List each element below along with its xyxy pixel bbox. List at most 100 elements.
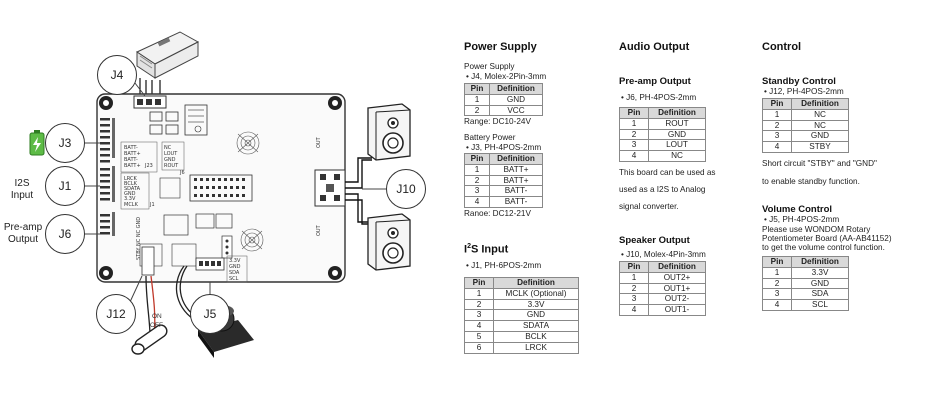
board-j5-1: GND bbox=[229, 264, 241, 270]
board-diagram-svg: BATT- BATT+ BATT- BATT+ J23 NC LOUT GND … bbox=[29, 31, 411, 358]
table-header: Pin bbox=[464, 153, 490, 165]
mounting-holes bbox=[99, 96, 342, 280]
table-cell: 3.3V bbox=[791, 266, 849, 279]
board-out-left: OUT bbox=[316, 136, 322, 148]
board-batt-3: BATT+ bbox=[124, 163, 141, 169]
table-header: Pin bbox=[619, 261, 649, 273]
i2s-bullet: • J1, PH-6POS-2mm bbox=[466, 261, 542, 270]
table-cell: VCC bbox=[489, 104, 543, 117]
table-cell: 3 bbox=[619, 139, 649, 152]
board-i2s-3: GND bbox=[124, 191, 136, 197]
label-j1: J1 bbox=[45, 166, 85, 206]
board-out-3: ROUT bbox=[164, 163, 179, 169]
volume-line-0: • J5, PH-4POS-2mm bbox=[764, 215, 840, 224]
volume-line-1: Please use WONDOM Rotary bbox=[762, 225, 871, 234]
i2s-title-sup: 2 bbox=[467, 243, 471, 250]
switch-on-text: ON bbox=[152, 313, 162, 320]
top-components bbox=[149, 104, 208, 136]
side-label-i2s-input: I2S Input bbox=[10, 178, 34, 201]
table-header: Definition bbox=[791, 256, 849, 268]
label-j12: J12 bbox=[96, 294, 136, 334]
table-cell: NC bbox=[648, 150, 706, 162]
table-cell: SDATA bbox=[493, 320, 579, 332]
board-batt-0: BATT- bbox=[124, 145, 138, 151]
table-cell: 2 bbox=[619, 282, 649, 295]
board-i2s-1: BCLK bbox=[124, 181, 138, 187]
standby-switch-icon: ON OFF bbox=[131, 275, 168, 355]
table-cell: 3.3V bbox=[493, 298, 579, 311]
power-supply-sub: Power Supply bbox=[464, 62, 515, 71]
standby-control-title: Standby Control bbox=[762, 76, 836, 87]
speaker-bullet: • J10, Molex-4Pin-3mm bbox=[621, 250, 706, 259]
i2s-input-title: I2S Input bbox=[464, 243, 508, 256]
power-supply-title: Power Supply bbox=[464, 41, 537, 53]
standby-note-0: Short circuit "STBY" and "GND" bbox=[762, 159, 877, 168]
table-cell: 3 bbox=[619, 293, 649, 306]
table-cell: 4 bbox=[762, 141, 792, 153]
table-cell: STBY bbox=[791, 141, 849, 153]
board-out-0: NC bbox=[164, 145, 172, 151]
table-cell: SDA bbox=[791, 288, 849, 301]
board-labels: BATT- BATT+ BATT- BATT+ J23 NC LOUT GND … bbox=[120, 141, 185, 210]
table-cell: 3 bbox=[464, 185, 490, 198]
table-cell: 1 bbox=[619, 271, 649, 284]
table-header: Definition bbox=[489, 153, 543, 165]
table-row: 1 GND bbox=[464, 93, 543, 106]
table-cell: ROUT bbox=[648, 117, 706, 130]
table-cell: GND bbox=[493, 309, 579, 322]
board-j5-0: 3.3V bbox=[229, 258, 241, 264]
table-cell: 6 bbox=[464, 341, 494, 354]
table-cell: NC bbox=[791, 119, 849, 132]
preamp-note-1: used as a I2S to Analog bbox=[619, 185, 706, 194]
power-supply-brick-icon bbox=[135, 31, 200, 79]
table-header: Pin bbox=[619, 107, 649, 119]
label-j6: J6 bbox=[45, 214, 85, 254]
i2s-title-main: I bbox=[464, 243, 468, 256]
center-header bbox=[139, 174, 253, 267]
audio-output-title: Audio Output bbox=[619, 41, 690, 53]
volume-control-title: Volume Control bbox=[762, 204, 833, 215]
board-j5-2: SDA bbox=[229, 270, 240, 276]
board-batt-1: BATT+ bbox=[124, 151, 141, 157]
table-cell: 2 bbox=[619, 128, 649, 141]
table-row: 2 VCC bbox=[464, 104, 543, 117]
table-cell: 1 bbox=[464, 93, 490, 106]
table-cell: 4 bbox=[464, 196, 490, 208]
table-header: Pin bbox=[464, 277, 494, 289]
table-cell: 2 bbox=[762, 277, 792, 290]
switch-off-text: OFF bbox=[150, 322, 163, 329]
table-header: Definition bbox=[648, 107, 706, 119]
preamp-note-2: signal converter. bbox=[619, 202, 679, 211]
table-cell: GND bbox=[791, 277, 849, 290]
table-cell: 2 bbox=[464, 298, 494, 311]
i2s-title-rest: S Input bbox=[470, 243, 509, 256]
speaker-bottom-icon bbox=[367, 213, 411, 271]
table-cell: 3 bbox=[762, 130, 792, 143]
table-cell: MCLK (Optional) bbox=[493, 287, 579, 300]
table-header: Pin bbox=[464, 83, 490, 95]
table-cell: OUT2+ bbox=[648, 271, 706, 284]
table-cell: BATT+ bbox=[489, 163, 543, 176]
table-cell: 1 bbox=[762, 266, 792, 279]
label-j10: J10 bbox=[386, 169, 426, 209]
speaker-top-icon bbox=[367, 103, 411, 161]
control-title: Control bbox=[762, 41, 802, 53]
board-out-2: GND bbox=[164, 157, 176, 163]
table-cell: 4 bbox=[619, 150, 649, 162]
table-header: Definition bbox=[648, 261, 706, 273]
